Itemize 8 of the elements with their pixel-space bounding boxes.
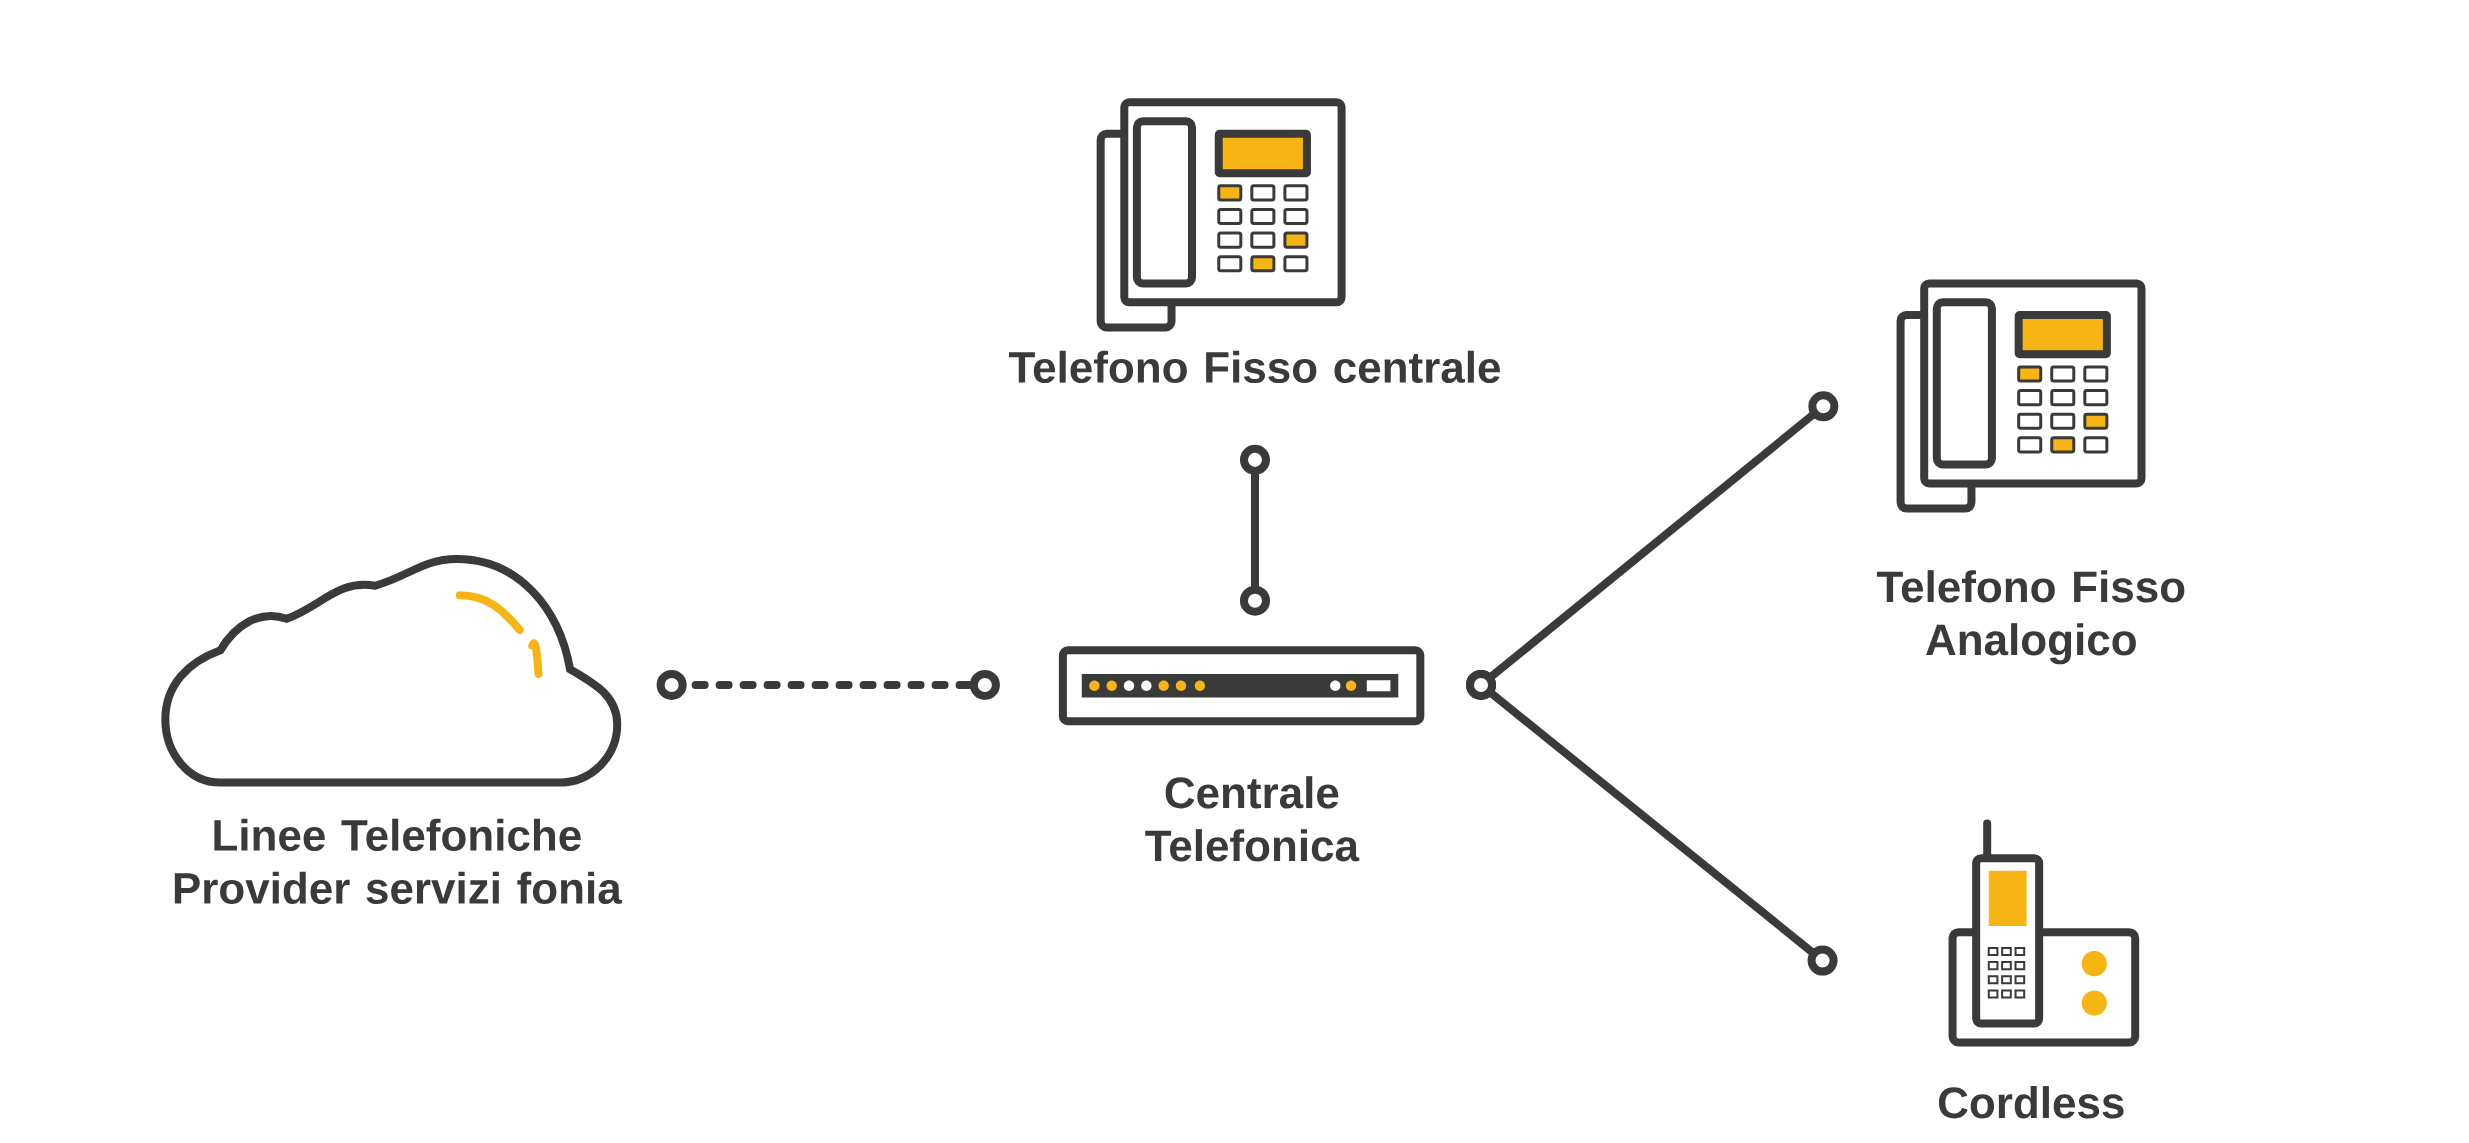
node-label: Cordless xyxy=(1938,1086,2124,1119)
connector-line xyxy=(656,669,1000,700)
node-label: Telefono Fisso Analogico xyxy=(1877,570,2185,665)
node-label: Centrale Telefonica xyxy=(1145,776,1360,862)
node-label: Linee Telefoniche Provider servizi fonia xyxy=(174,818,622,904)
node-label: Telefono Fisso centrale xyxy=(1009,350,1500,383)
connector-line xyxy=(1239,444,1270,616)
connector-line xyxy=(1466,669,1838,976)
